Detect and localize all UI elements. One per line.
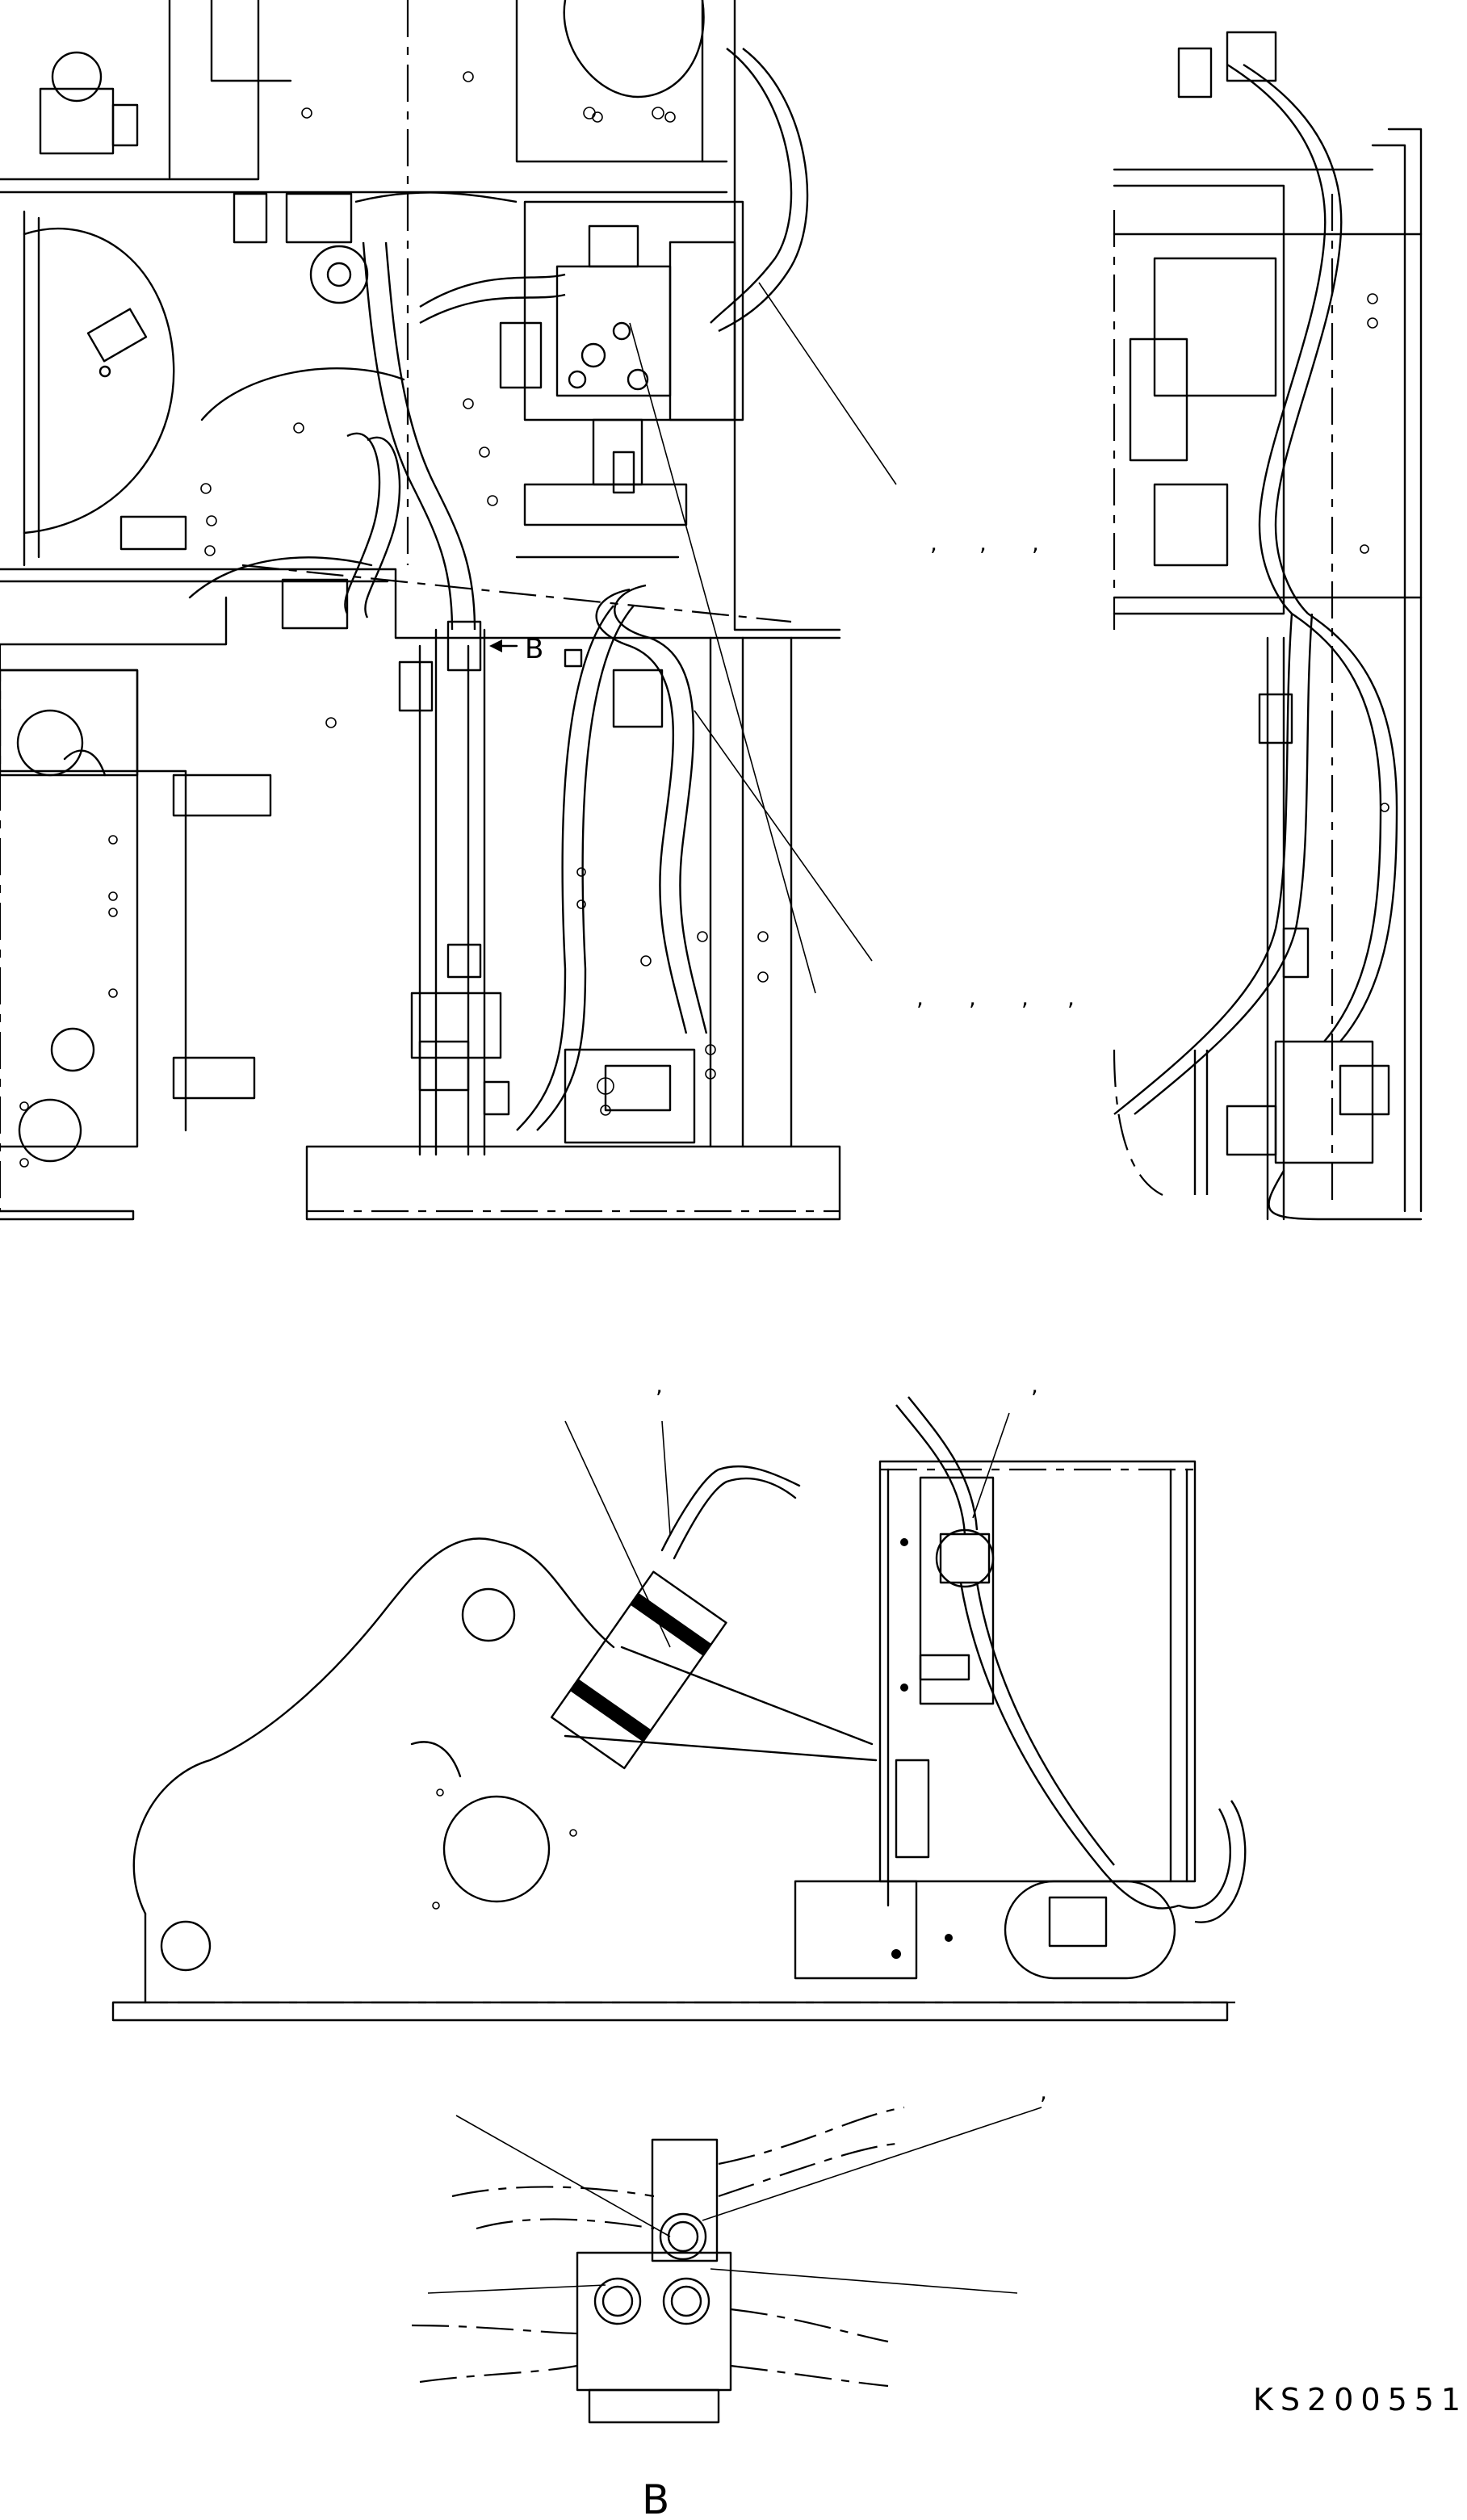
- callout-mark: ,: [930, 530, 937, 556]
- view-arrow-b: B: [489, 633, 543, 665]
- drawing-code: KS200551: [1253, 2382, 1467, 2417]
- callout-group-middle: , , , ,: [916, 984, 1075, 1011]
- callout-mark: ,: [1040, 2078, 1047, 2105]
- middle-section-view: , ,: [111, 1372, 1247, 2022]
- callout-mark: ,: [1031, 1372, 1038, 1398]
- top-right-side-view: [1113, 31, 1423, 1221]
- view-title: B: [642, 2476, 669, 2520]
- view-b-detail: ,: [411, 2078, 1047, 2424]
- callout-mark: ,: [656, 1372, 663, 1398]
- callout-group-upper: , , ,: [930, 530, 1039, 556]
- callout-mark: ,: [979, 530, 987, 556]
- callout-mark: ,: [969, 984, 976, 1011]
- callout-mark: ,: [1021, 984, 1029, 1011]
- top-left-assembly-view: [0, 0, 897, 1221]
- view-arrow-label: B: [525, 633, 543, 665]
- callout-mark: ,: [1032, 530, 1039, 556]
- callout-mark: ,: [916, 984, 924, 1011]
- callout-mark: ,: [1067, 984, 1075, 1011]
